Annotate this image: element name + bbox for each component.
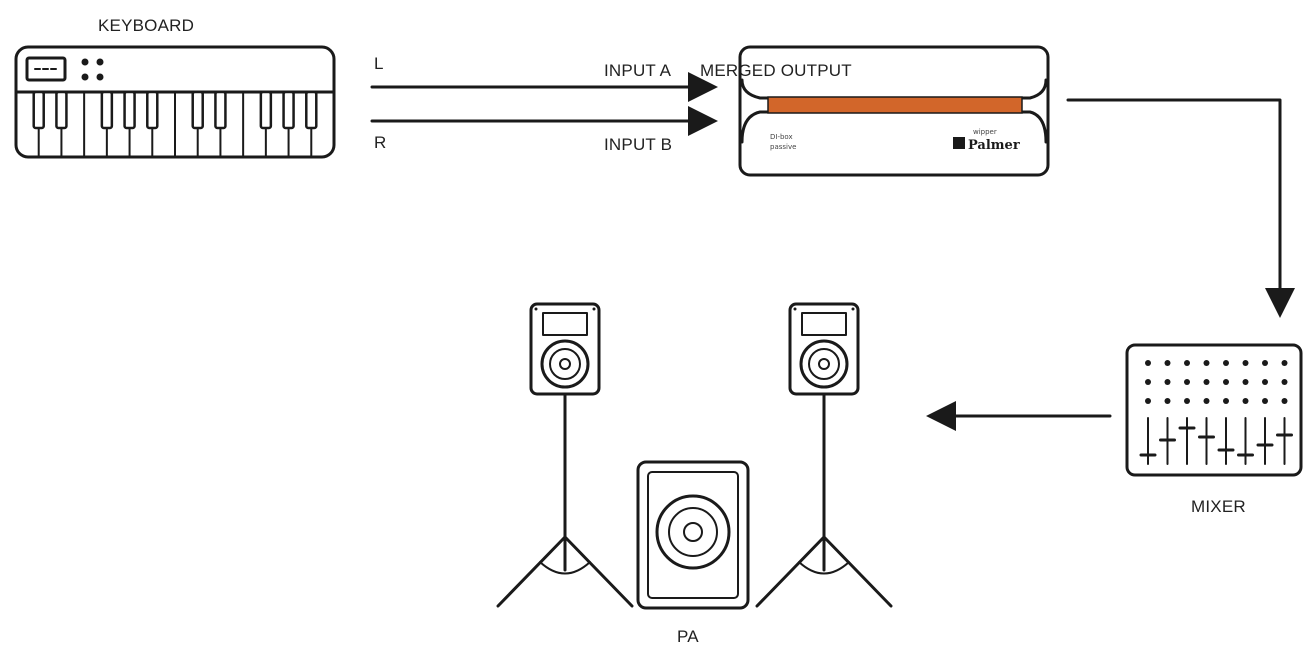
subwoofer-icon: [636, 460, 750, 610]
di-box-icon: DI-box passive wipper Palmer: [738, 45, 1050, 177]
dibox-model-line1: DI-box: [770, 133, 793, 141]
input-b-label: INPUT B: [604, 135, 672, 154]
mixer-icon: [1125, 343, 1303, 477]
output-to-mixer-line: [1066, 98, 1295, 318]
speaker-right-icon: [755, 302, 893, 608]
right-channel-label: R: [374, 133, 386, 152]
dibox-model-line2: passive: [770, 143, 796, 151]
left-channel-label: L: [374, 54, 384, 73]
keyboard-icon: [14, 45, 336, 159]
merged-output-label: MERGED OUTPUT: [700, 61, 852, 80]
input-a-label: INPUT A: [604, 61, 672, 80]
palmer-logo-icon: [953, 137, 965, 149]
speaker-left-icon: [496, 302, 634, 608]
dibox-brand: Palmer: [968, 138, 1020, 153]
pa-label: PA: [677, 627, 699, 646]
dibox-brand-small: wipper: [973, 128, 997, 136]
keyboard-label: KEYBOARD: [98, 16, 194, 35]
mixer-label: MIXER: [1191, 497, 1246, 516]
